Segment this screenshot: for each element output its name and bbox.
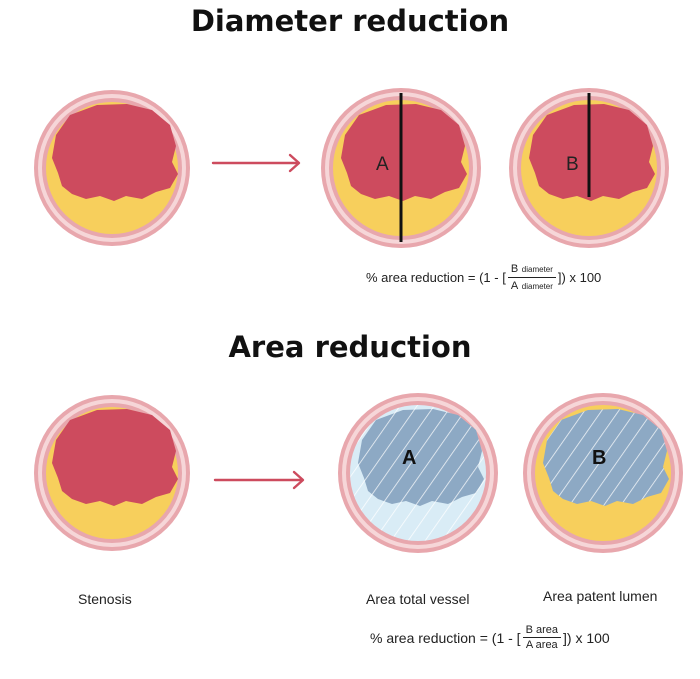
caption-patent-lumen: Area patent lumen — [543, 588, 658, 604]
area-numerator: B area — [522, 624, 561, 638]
diameter-section-title: Diameter reduction — [190, 4, 510, 38]
diameter-formula: % area reduction = (1 - [ B diameter A d… — [366, 262, 601, 293]
area-arrow — [213, 470, 305, 490]
diameter-fraction: B diameter A diameter — [507, 262, 556, 293]
lumen — [341, 104, 467, 201]
diameter-numerator-sub: diameter — [521, 265, 553, 274]
diameter-denominator-sub: diameter — [521, 282, 553, 291]
area-patent-lumen-vessel — [523, 393, 683, 553]
area-formula-prefix: % area reduction = (1 - [ — [370, 629, 521, 646]
vessels-layer — [34, 88, 683, 553]
diameter-stenosis-vessel — [34, 90, 190, 246]
area-section-title: Area reduction — [228, 330, 472, 364]
vessel-lumen-hatched — [358, 409, 484, 506]
diameter-label-b: B — [566, 154, 579, 175]
arrows-layer — [211, 153, 305, 490]
area-denominator: A area — [525, 639, 558, 651]
diameter-label-a: A — [376, 154, 389, 175]
area-formula: % area reduction = (1 - [ B area A area … — [370, 624, 610, 651]
lumen — [52, 104, 178, 201]
area-fraction: B area A area — [522, 624, 561, 651]
patent-lumen-hatched — [543, 409, 669, 506]
diameter-lines-layer — [399, 93, 591, 242]
area-formula-suffix: ]) x 100 — [563, 629, 610, 646]
area-stenosis-vessel — [34, 395, 190, 551]
area-label-a: A — [402, 447, 417, 469]
caption-stenosis: Stenosis — [78, 591, 132, 607]
diameter-numerator-label: B — [510, 263, 519, 275]
caption-total-vessel: Area total vessel — [366, 591, 470, 607]
lumen — [52, 409, 178, 506]
arrow-head — [288, 153, 301, 173]
diameter-arrow — [211, 153, 301, 173]
lumen — [529, 104, 655, 201]
diameter-denominator-label: A — [510, 280, 519, 292]
diameter-formula-suffix: ]) x 100 — [557, 270, 602, 285]
area-label-b: B — [592, 447, 607, 469]
diameter-formula-prefix: % area reduction = (1 - [ — [366, 270, 506, 285]
arrow-head — [292, 470, 305, 490]
area-total-vessel — [338, 393, 498, 553]
